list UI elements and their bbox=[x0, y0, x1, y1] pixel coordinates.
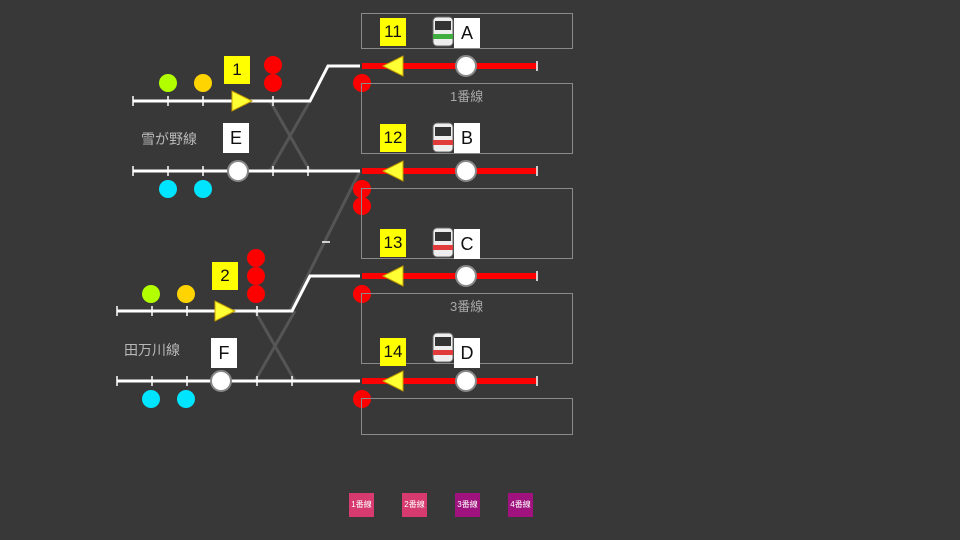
train-label-d[interactable]: D bbox=[454, 338, 480, 368]
legend-button-3[interactable]: 3番線 bbox=[455, 493, 480, 517]
track-number-14[interactable]: 14 bbox=[380, 338, 406, 366]
signal-red-1a bbox=[264, 56, 282, 74]
signal-cyan-e1 bbox=[159, 180, 177, 198]
white-tracks bbox=[117, 64, 360, 383]
signal-green-2 bbox=[142, 285, 160, 303]
signal-red-14 bbox=[353, 390, 371, 408]
train-label-b[interactable]: B bbox=[454, 123, 480, 153]
train-label-c[interactable]: C bbox=[454, 229, 480, 259]
signal-red-12b bbox=[353, 197, 371, 215]
train-label-e[interactable]: E bbox=[223, 123, 249, 153]
arrow-left-12 bbox=[381, 160, 404, 182]
arrow-left-14 bbox=[381, 370, 404, 392]
stop-marker-12 bbox=[455, 160, 477, 182]
platform-bottom bbox=[361, 398, 573, 435]
track-number-13[interactable]: 13 bbox=[380, 229, 406, 257]
track-number-11[interactable]: 11 bbox=[380, 18, 406, 46]
legend-button-4[interactable]: 4番線 bbox=[508, 493, 533, 517]
platform-1 bbox=[361, 83, 573, 154]
arrow-left-13 bbox=[381, 265, 404, 287]
track-number-2[interactable]: 2 bbox=[212, 262, 238, 290]
stop-markers bbox=[210, 55, 477, 392]
signal-cyan-f1 bbox=[142, 390, 160, 408]
stop-marker-11 bbox=[455, 55, 477, 77]
crossover-lines bbox=[253, 100, 362, 382]
signal-red-2c bbox=[247, 285, 265, 303]
train-icon-c[interactable] bbox=[432, 226, 454, 258]
direction-arrows bbox=[214, 55, 404, 392]
track-number-1[interactable]: 1 bbox=[224, 56, 250, 84]
signal-cyan-e2 bbox=[194, 180, 212, 198]
train-icon-b[interactable] bbox=[432, 121, 454, 153]
signal-yellow-1 bbox=[194, 74, 212, 92]
stop-marker-f bbox=[210, 370, 232, 392]
line-label-tamakawa: 田万川線 bbox=[124, 342, 180, 358]
train-icon-a[interactable] bbox=[432, 15, 454, 47]
track-ticks bbox=[116, 96, 330, 386]
signal-red-1b bbox=[264, 74, 282, 92]
train-label-f[interactable]: F bbox=[211, 338, 237, 368]
signal-red-2a bbox=[247, 249, 265, 267]
line-label-yukigano: 雪が野線 bbox=[141, 131, 197, 147]
train-label-a[interactable]: A bbox=[454, 18, 480, 48]
platform-label-1: 1番線 bbox=[450, 89, 484, 104]
legend-button-1[interactable]: 1番線 bbox=[349, 493, 374, 517]
legend-button-2[interactable]: 2番線 bbox=[402, 493, 427, 517]
arrow-right-2 bbox=[214, 300, 237, 322]
stop-marker-13 bbox=[455, 265, 477, 287]
signal-cyan-f2 bbox=[177, 390, 195, 408]
signal-red-12a bbox=[353, 180, 371, 198]
arrow-left-11 bbox=[381, 55, 404, 77]
track-number-12[interactable]: 12 bbox=[380, 124, 406, 152]
signal-red-2b bbox=[247, 267, 265, 285]
signals bbox=[142, 56, 371, 408]
train-icon-d[interactable] bbox=[432, 331, 454, 363]
arrow-right-1 bbox=[231, 90, 254, 112]
signal-yellow-2 bbox=[177, 285, 195, 303]
signal-green-1 bbox=[159, 74, 177, 92]
stop-marker-e bbox=[227, 160, 249, 182]
platform-top bbox=[361, 13, 573, 49]
stop-marker-14 bbox=[455, 370, 477, 392]
platform-label-3: 3番線 bbox=[450, 299, 484, 314]
signal-red-13 bbox=[353, 285, 371, 303]
